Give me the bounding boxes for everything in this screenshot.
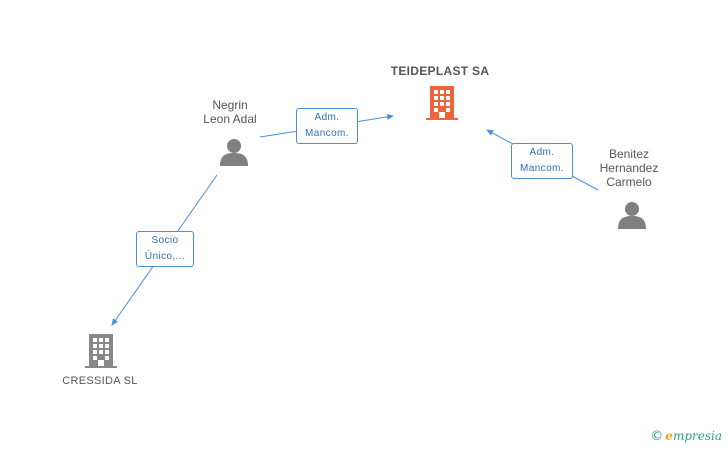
company-cressida-name[interactable]: CRESSIDA SL xyxy=(62,375,138,387)
relation-role-line2: Mancom. xyxy=(305,128,349,139)
person-benitez-name-line1: Benitez xyxy=(608,147,650,161)
brand-initial: e xyxy=(665,429,673,443)
building-icon[interactable] xyxy=(426,86,458,120)
relation-role-line2: Mancom. xyxy=(520,163,564,174)
relation-role-line1: Adm. xyxy=(529,147,555,158)
relation-label-benitez-teideplast[interactable]: Adm. Mancom. xyxy=(511,143,573,179)
person-benitez-name[interactable]: Benitez Hernandez Carmelo xyxy=(588,147,670,189)
relation-role-line2: Único,... xyxy=(144,251,186,262)
person-negrin-name-line2: Leon Adal xyxy=(203,112,257,126)
person-negrin-name-line1: Negrin xyxy=(212,98,248,112)
relation-role-line1: Socio xyxy=(151,235,179,246)
copyright-icon: © xyxy=(650,429,664,444)
person-negrin-name[interactable]: Negrin Leon Adal xyxy=(190,98,270,126)
relation-role-line1: Adm. xyxy=(314,112,340,123)
building-icon[interactable] xyxy=(85,334,117,368)
main-company-name[interactable]: TEIDEPLAST SA xyxy=(390,64,490,78)
relation-label-negrin-cressida[interactable]: Socio Único,... xyxy=(136,231,194,267)
empresia-watermark: ©empresia xyxy=(650,429,722,444)
relation-label-negrin-teideplast[interactable]: Adm. Mancom. xyxy=(296,108,358,144)
person-benitez-name-line2: Hernandez xyxy=(599,161,659,175)
brand-name: mpresia xyxy=(672,429,722,443)
person-icon[interactable] xyxy=(617,201,647,229)
person-icon[interactable] xyxy=(219,138,249,166)
person-benitez-name-line3: Carmelo xyxy=(606,175,652,189)
